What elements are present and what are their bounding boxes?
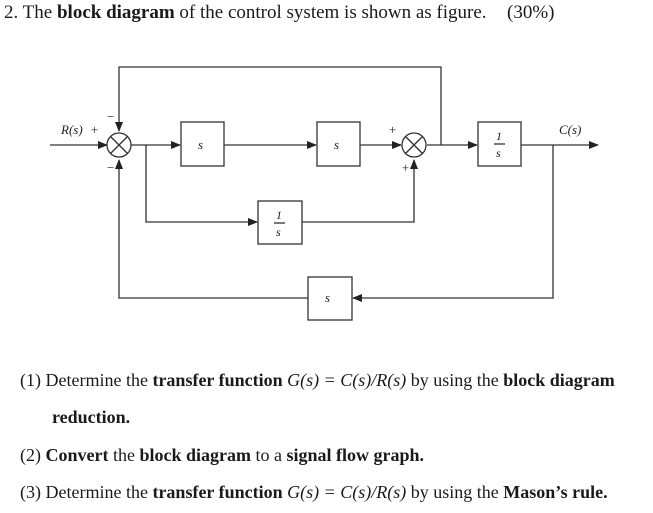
score-percent: (30%) xyxy=(507,2,555,23)
block-s2-label: s xyxy=(334,137,339,152)
question-2: (2) Convert the block diagram to a signa… xyxy=(20,445,425,465)
block-out-num: 1 xyxy=(496,129,502,143)
title-bold: block diagram xyxy=(56,2,175,23)
block-feedback-label: s xyxy=(325,290,330,305)
block-s1-label: s xyxy=(198,137,203,152)
problem-title: 2. The block diagram of the control syst… xyxy=(4,2,487,24)
problem-number: 2. xyxy=(4,2,19,23)
sign-minus-sum1-top: − xyxy=(106,109,115,124)
block-s2 xyxy=(316,121,361,167)
block-1-over-s-out xyxy=(477,121,522,167)
block-mid-num: 1 xyxy=(276,208,282,222)
block-s-feedback xyxy=(307,276,353,321)
sign-plus-sum2-bottom: + xyxy=(401,160,410,175)
output-label: C(s) xyxy=(559,122,581,137)
sign-minus-sum1-bottom: − xyxy=(106,160,115,175)
title-pre: The xyxy=(22,2,53,23)
sign-plus-sum2-left: + xyxy=(388,122,397,137)
feedback-out xyxy=(115,159,308,299)
sign-plus-sum1-left: + xyxy=(90,122,99,137)
feedback-in xyxy=(352,145,554,302)
question-1: (1) Determine the transfer function G(s)… xyxy=(20,370,615,390)
block-out-den: s xyxy=(496,146,501,160)
mid-path-in xyxy=(145,145,258,226)
top-path xyxy=(115,66,442,145)
input-label: R(s) xyxy=(60,122,83,137)
mid-path-out xyxy=(302,159,418,223)
block-mid-den: s xyxy=(276,225,281,239)
question-3: (3) Determine the transfer function G(s)… xyxy=(20,482,608,502)
block-diagram: R(s) + − − + + C(s) s s 1 s 1 s s xyxy=(50,66,599,321)
block-s1 xyxy=(180,121,225,167)
title-post: of the control system is shown as figure… xyxy=(179,2,487,23)
question-1-continued: reduction. xyxy=(52,407,131,427)
